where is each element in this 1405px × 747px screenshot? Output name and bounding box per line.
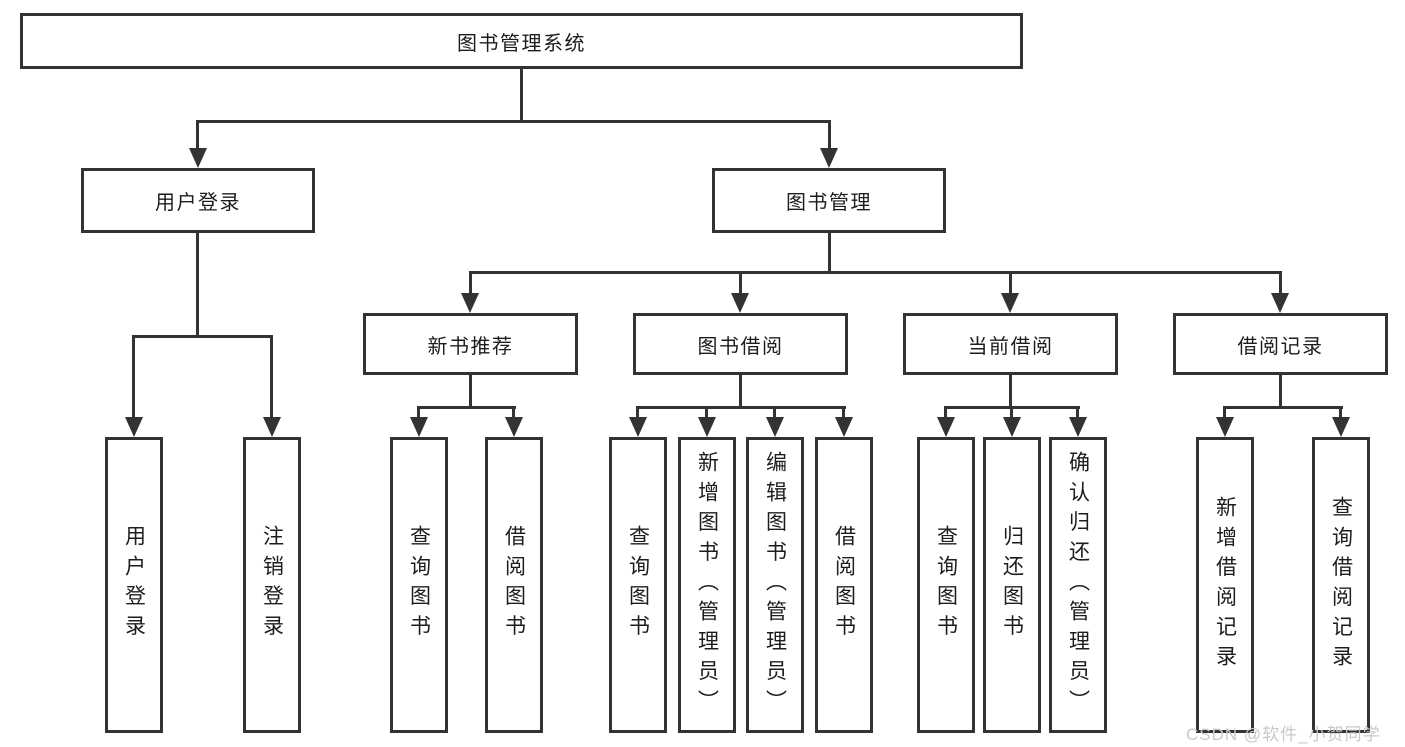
connector-borrow-drop — [705, 406, 708, 419]
arrow-down-icon — [1216, 417, 1234, 437]
connector-book-mgmt-stem — [828, 233, 831, 274]
connector-book-mgmt-drop — [1279, 271, 1282, 295]
arrow-down-icon — [461, 293, 479, 313]
arrow-down-icon — [1332, 417, 1350, 437]
connector-borrow-drop — [636, 406, 639, 419]
node-current-borrow: 当前借阅 — [903, 313, 1118, 375]
arrow-down-icon — [189, 148, 207, 168]
connector-root-stem — [520, 69, 523, 122]
connector-recommend-bus — [417, 406, 516, 409]
node-new-book-recommend: 新书推荐 — [363, 313, 578, 375]
leaf-edit-book-admin: 编辑图书（管理员） — [746, 437, 804, 733]
arrow-down-icon — [731, 293, 749, 313]
leaf-borrow-books: 借阅图书 — [815, 437, 873, 733]
connector-borrow-stem — [739, 375, 742, 408]
connector-user-login-stem — [196, 233, 199, 337]
arrow-down-icon — [410, 417, 428, 437]
node-book-borrow: 图书借阅 — [633, 313, 848, 375]
arrow-down-icon — [505, 417, 523, 437]
arrow-down-icon — [766, 417, 784, 437]
node-book-management: 图书管理 — [712, 168, 946, 233]
arrow-down-icon — [1069, 417, 1087, 437]
connector-recommend-stem — [469, 375, 472, 408]
connector-recommend-drop — [512, 406, 515, 419]
csdn-watermark: CSDN @软件_小贺同学 — [1186, 725, 1381, 744]
connector-borrow-drop — [842, 406, 845, 419]
leaf-logout: 注销登录 — [243, 437, 301, 733]
arrow-down-icon — [1001, 293, 1019, 313]
connector-user-login-drop — [132, 335, 135, 419]
arrow-down-icon — [698, 417, 716, 437]
node-user-login: 用户登录 — [81, 168, 315, 233]
arrow-down-icon — [835, 417, 853, 437]
node-borrow-records: 借阅记录 — [1173, 313, 1388, 375]
connector-current-drop — [1010, 406, 1013, 419]
connector-user-login-drop — [270, 335, 273, 419]
arrow-down-icon — [820, 148, 838, 168]
connector-book-mgmt-drop — [469, 271, 472, 295]
leaf-query-borrow-record: 查询借阅记录 — [1312, 437, 1370, 733]
connector-current-drop — [944, 406, 947, 419]
leaf-add-book-admin: 新增图书（管理员） — [678, 437, 736, 733]
arrow-down-icon — [1003, 417, 1021, 437]
arrow-down-icon — [937, 417, 955, 437]
arrow-down-icon — [125, 417, 143, 437]
leaf-query-books: 查询图书 — [390, 437, 448, 733]
connector-records-stem — [1279, 375, 1282, 408]
leaf-query-books: 查询图书 — [917, 437, 975, 733]
connector-records-drop — [1339, 406, 1342, 419]
leaf-add-borrow-record: 新增借阅记录 — [1196, 437, 1254, 733]
connector-book-mgmt-drop — [1009, 271, 1012, 295]
leaf-query-books: 查询图书 — [609, 437, 667, 733]
connector-book-mgmt-bus — [469, 271, 1282, 274]
connector-borrow-bus — [636, 406, 846, 409]
node-library-system: 图书管理系统 — [20, 13, 1023, 69]
leaf-user-login: 用户登录 — [105, 437, 163, 733]
connector-root-drop — [196, 120, 199, 150]
connector-book-mgmt-drop — [739, 271, 742, 295]
connector-root-bus — [196, 120, 831, 123]
arrow-down-icon — [629, 417, 647, 437]
leaf-borrow-books: 借阅图书 — [485, 437, 543, 733]
arrow-down-icon — [1271, 293, 1289, 313]
connector-current-drop — [1076, 406, 1079, 419]
connector-current-stem — [1009, 375, 1012, 408]
connector-user-login-bus — [132, 335, 273, 338]
connector-root-drop — [828, 120, 831, 150]
connector-records-drop — [1223, 406, 1226, 419]
connector-recommend-drop — [417, 406, 420, 419]
leaf-return-books: 归还图书 — [983, 437, 1041, 733]
connector-borrow-drop — [773, 406, 776, 419]
arrow-down-icon — [263, 417, 281, 437]
connector-records-bus — [1223, 406, 1343, 409]
leaf-confirm-return-admin: 确认归还（管理员） — [1049, 437, 1107, 733]
